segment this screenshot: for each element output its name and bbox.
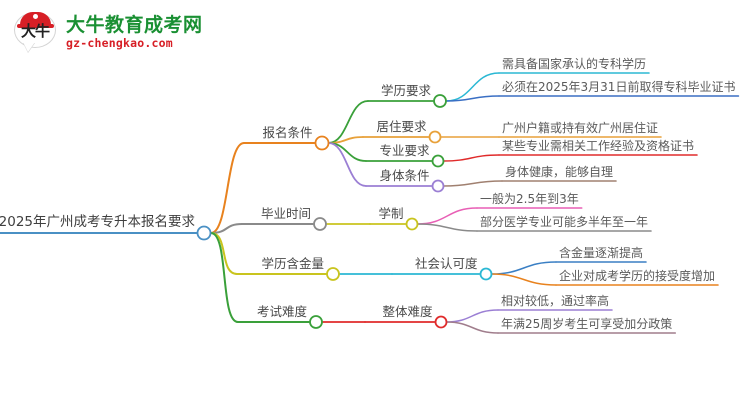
mindmap-edge [445,321,499,334]
mindmap-edge [210,232,239,323]
mindmap-edge [442,180,503,187]
mindmap-branch-node-2[interactable] [326,267,340,281]
mindmap-edge [416,223,478,232]
mindmap-leaf-label-3-0-1: 年满25周岁考生可享受加分政策 [501,316,673,331]
mindmap-edges [0,72,740,334]
site-logo: 大牛 大牛教育成考网 gz-chengkao.com [14,8,202,56]
mindmap-leaf-label-0-0-1: 必须在2025年3月31日前取得专科毕业证书 [502,79,736,94]
mindmap-branch-label-3: 考试难度 [256,304,307,319]
mindmap-edge [416,207,478,225]
mindmap-subnode-label-2-0: 社会认可度 [414,256,478,271]
mindmap-leaf-label-0-2-0: 某些专业需相关工作经验及资格证书 [502,138,695,153]
mindmap-subnode-0-0[interactable] [433,94,447,108]
mindmap-subnode-0-1[interactable] [428,130,442,144]
mindmap-edge [210,142,245,234]
mindmap-edge [327,142,367,187]
mindmap-subnode-2-0[interactable] [479,267,493,281]
mindmap-branch-node-0[interactable] [314,135,330,151]
mindmap-edge [327,136,364,144]
mindmap-edge [327,142,367,162]
logo-cap-brim-shape [17,24,54,28]
mindmap-branch-label-0: 报名条件 [262,125,313,140]
mindmap-leaf-label-1-0-0: 一般为2.5年到3年 [480,191,579,206]
mindmap-leaf-label-1-0-1: 部分医学专业可能多半年至一年 [480,214,649,229]
logo-title: 大牛教育成考网 [66,14,203,36]
mindmap-leaf-label-0-0-0: 需具备国家承认的专科学历 [502,56,647,71]
mindmap-edge [490,273,557,286]
mindmap-subnode-3-0[interactable] [434,315,448,329]
mindmap-subnode-label-0-2: 专业要求 [379,143,430,158]
mindmap-subnode-1-0[interactable] [405,217,419,231]
logo-bubble-tail-shape [23,42,35,52]
mindmap-root-label: 2025年广州成考专升本报名要求 [0,214,195,230]
mindmap-branch-node-3[interactable] [309,315,323,329]
logo-wordmark: 大牛教育成考网 gz-chengkao.com [66,14,203,50]
mindmap-leaf-label-2-0-0: 含金量逐渐提高 [559,245,644,260]
mindmap-subnode-label-0-3: 身体条件 [379,168,430,183]
logo-mark-icon: 大牛 [14,11,58,53]
mindmap-subnode-0-3[interactable] [431,179,445,193]
mindmap-edge [445,95,500,102]
mindmap-leaf-label-2-0-1: 企业对成考学历的接受度增加 [559,268,716,283]
mindmap-leaf-label-3-0-0: 相对较低，通过率高 [501,293,610,308]
mindmap-root-node[interactable] [196,225,212,241]
mindmap-nodes [196,94,493,329]
mindmap-leaf-label-0-1-0: 广州户籍或持有效广州居住证 [502,120,659,135]
mindmap-subnode-0-2[interactable] [431,154,445,168]
mindmap-edge [490,261,557,275]
mindmap-edge [445,309,499,323]
mindmap-edge [442,154,500,162]
mindmap-leaf-label-0-3-0: 身体健康，能够自理 [505,164,614,179]
mindmap-branch-label-2: 学历含金量 [261,256,324,271]
logo-mark-text: 大牛 [20,22,50,40]
mindmap-subnode-label-1-0: 学制 [378,206,404,221]
logo-url: gz-chengkao.com [66,36,173,50]
mindmap-branch-label-1: 毕业时间 [260,206,311,221]
mindmap-subnode-label-0-0: 学历要求 [380,83,431,98]
mindmap-subnode-label-0-1: 居住要求 [376,119,427,134]
mindmap-subnode-label-3-0: 整体难度 [382,304,433,319]
logo-cap-shape [20,12,51,27]
mindmap-branch-node-1[interactable] [313,217,327,231]
